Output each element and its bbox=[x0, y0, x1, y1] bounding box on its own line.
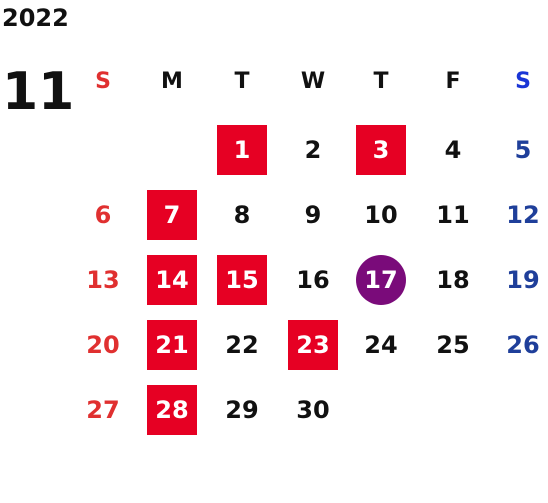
day-cell-24[interactable]: 24 bbox=[364, 331, 398, 359]
day-cell-5[interactable]: 5 bbox=[514, 136, 532, 164]
day-cell-25[interactable]: 25 bbox=[436, 331, 470, 359]
day-cell-28[interactable]: 28 bbox=[147, 385, 197, 435]
weekday-header-fri: F bbox=[445, 68, 461, 94]
day-cell-7[interactable]: 7 bbox=[147, 190, 197, 240]
day-cell-22[interactable]: 22 bbox=[225, 331, 259, 359]
weekday-header-sun: S bbox=[95, 68, 111, 94]
weekday-header-wed: W bbox=[300, 68, 326, 94]
day-cell-30[interactable]: 30 bbox=[296, 396, 330, 424]
day-cell-2[interactable]: 2 bbox=[304, 136, 322, 164]
day-cell-26[interactable]: 26 bbox=[506, 331, 540, 359]
day-cell-20[interactable]: 20 bbox=[86, 331, 120, 359]
day-cell-12[interactable]: 12 bbox=[506, 201, 540, 229]
month-label: 11 bbox=[2, 62, 75, 122]
day-cell-13[interactable]: 13 bbox=[86, 266, 120, 294]
day-cell-8[interactable]: 8 bbox=[233, 201, 251, 229]
year-label: 2022 bbox=[2, 4, 69, 32]
day-cell-9[interactable]: 9 bbox=[304, 201, 322, 229]
day-cell-14[interactable]: 14 bbox=[147, 255, 197, 305]
day-cell-3[interactable]: 3 bbox=[356, 125, 406, 175]
day-cell-1[interactable]: 1 bbox=[217, 125, 267, 175]
day-cell-23[interactable]: 23 bbox=[288, 320, 338, 370]
day-cell-10[interactable]: 10 bbox=[364, 201, 398, 229]
day-cell-11[interactable]: 11 bbox=[436, 201, 470, 229]
day-cell-21[interactable]: 21 bbox=[147, 320, 197, 370]
day-cell-19[interactable]: 19 bbox=[506, 266, 540, 294]
day-cell-18[interactable]: 18 bbox=[436, 266, 470, 294]
weekday-header-mon: M bbox=[161, 68, 183, 94]
weekday-header-thu: T bbox=[373, 68, 389, 94]
day-cell-17[interactable]: 17 bbox=[356, 255, 406, 305]
day-cell-27[interactable]: 27 bbox=[86, 396, 120, 424]
weekday-header-sat: S bbox=[515, 68, 531, 94]
day-cell-15[interactable]: 15 bbox=[217, 255, 267, 305]
day-cell-4[interactable]: 4 bbox=[444, 136, 462, 164]
day-cell-16[interactable]: 16 bbox=[296, 266, 330, 294]
weekday-header-tue: T bbox=[234, 68, 250, 94]
day-cell-6[interactable]: 6 bbox=[94, 201, 112, 229]
day-cell-29[interactable]: 29 bbox=[225, 396, 259, 424]
